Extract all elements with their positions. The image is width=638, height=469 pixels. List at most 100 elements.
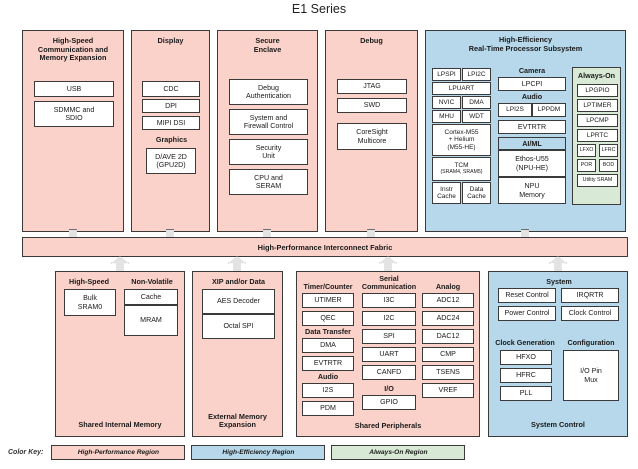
panel-footer: Shared Internal Memory [78, 420, 162, 430]
block-instr-cache[interactable]: Instr Cache [432, 182, 461, 204]
block-lpi2c[interactable]: LPI2C [462, 68, 491, 81]
panel-debug[interactable]: Debug JTAG SWD CoreSight Multicore [325, 30, 418, 232]
block-gpio[interactable]: GPIO [362, 395, 416, 410]
block-cmp[interactable]: CMP [422, 347, 474, 362]
block-tcm-label: TCM [454, 161, 469, 169]
group-header-audio-peripheral: Audio [317, 372, 339, 381]
block-pdm[interactable]: PDM [302, 401, 354, 416]
block-spi[interactable]: SPI [362, 329, 416, 344]
block-debug-authentication[interactable]: Debug Authentication [229, 79, 308, 105]
group-header-xip-data: XIP and/or Data [212, 277, 265, 286]
panel-footer: External Memory Expansion [208, 411, 267, 430]
block-canfd[interactable]: CANFD [362, 365, 416, 380]
block-lfxo[interactable]: LFXO [577, 144, 596, 157]
block-mipi-dsi[interactable]: MIPI DSI [142, 116, 200, 130]
block-qec[interactable]: QEC [302, 311, 354, 326]
block-lppdm[interactable]: LPPDM [532, 103, 566, 117]
panel-external-memory-expansion[interactable]: XIP and/or Data AES Decoder Octal SPI Ex… [192, 271, 283, 437]
block-mhu[interactable]: MHU [432, 110, 461, 123]
block-evtrtr-he[interactable]: EVTRTR [498, 120, 566, 134]
block-mram[interactable]: MRAM [124, 305, 178, 336]
block-lfrc[interactable]: LFRC [599, 144, 618, 157]
block-io-pin-mux[interactable]: I/O Pin Mux [563, 350, 619, 401]
block-reset-control[interactable]: Reset Control [498, 288, 556, 303]
block-utimer[interactable]: UTIMER [302, 293, 354, 308]
color-key-legend: Color Key: High-Performance Region High-… [8, 444, 466, 460]
block-por[interactable]: POR [577, 159, 596, 172]
block-bod[interactable]: BOD [599, 159, 618, 172]
block-pll[interactable]: PLL [500, 386, 552, 401]
group-header-non-volatile: Non-Volatile [131, 277, 173, 286]
interconnect-fabric[interactable]: High-Performance Interconnect Fabric [22, 237, 628, 257]
block-cpu-seram[interactable]: CPU and SERAM [229, 169, 308, 195]
block-uart[interactable]: UART [362, 347, 416, 362]
group-header-io: I/O [384, 384, 394, 393]
block-usb[interactable]: USB [34, 81, 114, 97]
block-dma-peripheral[interactable]: DMA [302, 338, 354, 353]
block-lprtc[interactable]: LPRTC [577, 129, 618, 142]
block-lpcmp[interactable]: LPCMP [577, 114, 618, 127]
block-i2s[interactable]: I2S [302, 383, 354, 398]
color-key-label: Color Key: [8, 448, 44, 456]
block-aes-decoder[interactable]: AES Decoder [202, 289, 275, 314]
panel-shared-peripherals[interactable]: Timer/Counter UTIMER QEC Data Transfer D… [296, 271, 480, 437]
block-lpgpio[interactable]: LPGPIO [577, 84, 618, 97]
block-nvic[interactable]: NVIC [432, 96, 461, 109]
block-system-firewall-control[interactable]: System and Firewall Control [229, 109, 308, 135]
block-lpcpi[interactable]: LPCPI [498, 77, 566, 91]
panel-high-speed-communication[interactable]: High-Speed Communication and Memory Expa… [22, 30, 124, 232]
block-coresight-multicore[interactable]: CoreSight Multicore [337, 123, 407, 150]
block-security-unit[interactable]: Security Unit [229, 139, 308, 165]
legend-swatch-label: Always-On Region [369, 448, 428, 456]
block-lpspi[interactable]: LPSPI [432, 68, 461, 81]
block-octal-spi[interactable]: Octal SPI [202, 314, 275, 339]
block-lpi2s[interactable]: LPI2S [498, 103, 532, 117]
block-sdmmc-sdio[interactable]: SDMMC and SDIO [34, 101, 114, 127]
group-header-configuration: Configuration [567, 338, 615, 347]
block-cdc[interactable]: CDC [142, 81, 200, 97]
panel-secure-enclave[interactable]: Secure Enclave Debug Authentication Syst… [217, 30, 318, 232]
block-irqrtr[interactable]: IRQRTR [561, 288, 619, 303]
group-header-timer-counter: Timer/Counter [303, 282, 353, 291]
block-lptimer[interactable]: LPTIMER [577, 99, 618, 112]
panel-title: High-Speed Communication and Memory Expa… [37, 36, 109, 63]
block-vref[interactable]: VREF [422, 383, 474, 398]
block-data-cache[interactable]: Data Cache [462, 182, 491, 204]
block-i2c[interactable]: I2C [362, 311, 416, 326]
block-adc12[interactable]: ADC12 [422, 293, 474, 308]
block-i3c[interactable]: I3C [362, 293, 416, 308]
panel-title: Secure Enclave [253, 36, 282, 54]
block-bulk-sram0[interactable]: Bulk SRAM0 [64, 289, 116, 316]
page-title: E1 Series [291, 2, 347, 16]
block-utility-sram[interactable]: Utility SRAM [577, 174, 618, 187]
block-wdt[interactable]: WDT [462, 110, 491, 123]
block-hfxo[interactable]: HFXO [500, 350, 552, 365]
block-jtag[interactable]: JTAG [337, 79, 407, 94]
interconnect-fabric-label: High-Performance Interconnect Fabric [257, 242, 393, 252]
panel-always-on[interactable]: Always-On LPGPIO LPTIMER LPCMP LPRTC LFX… [572, 67, 621, 205]
block-ethos-u55[interactable]: Ethos-U55 (NPU-HE) [498, 150, 566, 177]
block-tsens[interactable]: TSENS [422, 365, 474, 380]
block-adc24[interactable]: ADC24 [422, 311, 474, 326]
arrow-up-shared-peripherals [379, 256, 397, 272]
group-header-aiml-label: AI/ML [522, 139, 542, 148]
block-dac12[interactable]: DAC12 [422, 329, 474, 344]
block-dpi[interactable]: DPI [142, 99, 200, 113]
panel-high-efficiency-subsystem[interactable]: High-Efficiency Real-Time Processor Subs… [425, 30, 626, 232]
block-cortex-m55[interactable]: Cortex-M55 + Helium (M55-HE) [432, 124, 491, 156]
block-power-control[interactable]: Power Control [498, 306, 556, 321]
block-evtrtr-peripheral[interactable]: EVTRTR [302, 356, 354, 371]
panel-shared-internal-memory[interactable]: High-Speed Non-Volatile Bulk SRAM0 Cache… [55, 271, 185, 437]
block-lpuart[interactable]: LPUART [432, 82, 491, 95]
block-hfrc[interactable]: HFRC [500, 368, 552, 383]
panel-display[interactable]: Display CDC DPI MIPI DSI Graphics D/AVE … [131, 30, 210, 232]
panel-system-control[interactable]: System Reset Control IRQRTR Power Contro… [488, 271, 628, 437]
block-cache[interactable]: Cache [124, 289, 178, 305]
group-header-serial-communication: Serial Communication [361, 274, 417, 292]
block-dma[interactable]: DMA [462, 96, 491, 109]
block-tcm[interactable]: TCM (SRAM4, SRAM5) [432, 157, 491, 181]
block-npu-memory[interactable]: NPU Memory [498, 177, 566, 204]
block-swd[interactable]: SWD [337, 98, 407, 113]
block-clock-control[interactable]: Clock Control [561, 306, 619, 321]
block-dave-2d[interactable]: D/AVE 2D (GPU2D) [146, 148, 196, 174]
